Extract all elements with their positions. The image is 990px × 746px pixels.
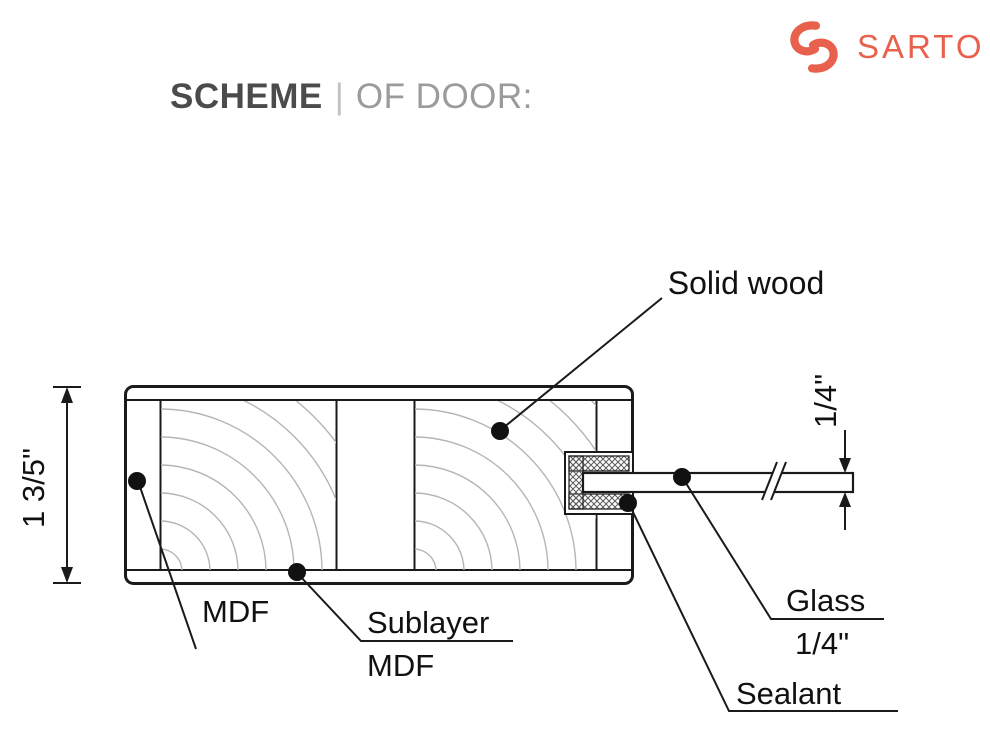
glass-break-line-1 (761, 461, 778, 501)
sealant-back (568, 455, 584, 510)
glass-thickness-value: 1/4" (808, 374, 843, 428)
brand-name: SARTO (857, 28, 985, 65)
solid-wood-anchor-dot (491, 422, 509, 440)
dimension-glass-thickness: 1/4" (808, 374, 851, 530)
solid-wood-label: Solid wood (668, 265, 825, 301)
sealant-label: Sealant (736, 676, 842, 711)
glass-pane (581, 461, 855, 501)
mdf-anchor-dot (128, 472, 146, 490)
door-outline (124, 385, 634, 585)
brand-logo: SARTO (783, 16, 985, 78)
title-sub: OF DOOR: (355, 77, 533, 116)
door-thickness-value: 1 3/5" (16, 448, 51, 528)
callout-sealant: Sealant (619, 494, 898, 712)
glass-anchor-dot (673, 468, 691, 486)
page-title: SCHEME | OF DOOR: (170, 78, 533, 116)
callout-glass: Glass 1/4" (673, 468, 884, 661)
sublayer-label-line2: MDF (367, 648, 434, 683)
sublayer-label-line1: Sublayer (367, 605, 489, 640)
glass-outline (581, 471, 855, 494)
sublayer-anchor-dot (288, 563, 306, 581)
callout-mdf: MDF (128, 472, 269, 650)
title-main: SCHEME (170, 77, 323, 116)
callout-solid-wood: Solid wood (491, 265, 824, 440)
sarto-logo-icon (790, 21, 838, 73)
glass-break-mask (762, 462, 786, 500)
title-separator: | (334, 77, 344, 116)
dimension-door-thickness: 1 3/5" (16, 386, 81, 584)
glass-break-line-2 (770, 461, 787, 501)
callout-sublayer-mdf: Sublayer MDF (288, 563, 513, 683)
glass-label-line1: Glass (786, 583, 865, 618)
glass-label-line2: 1/4" (795, 626, 849, 661)
sealant-anchor-dot (619, 494, 637, 512)
mdf-label: MDF (202, 594, 269, 629)
